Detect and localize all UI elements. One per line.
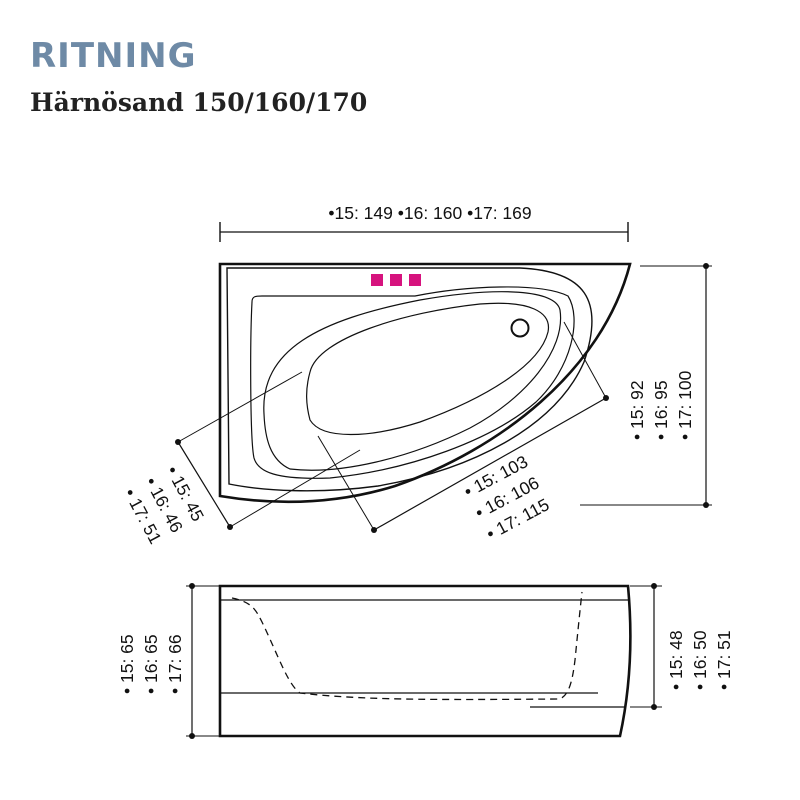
long-diag-dimension-line (373, 397, 607, 531)
short-diag-extension-top (177, 371, 303, 443)
control-button-icon (390, 274, 402, 286)
tub-rim-line (226, 267, 593, 492)
inner-depth-dot-top (651, 583, 657, 589)
depth-label: • 16: 95 (651, 380, 671, 440)
depth-label: • 17: 100 (675, 370, 695, 440)
tub-basin-outline (250, 286, 575, 479)
tub-lying-surface (263, 291, 562, 471)
inner-depth-dot-bottom (651, 704, 657, 710)
drain-icon (510, 318, 530, 338)
width-label: •15: 149 •16: 160 •17: 169 (328, 203, 531, 223)
height-labels: • 15: 65 • 16: 65 • 17: 66 (117, 634, 185, 694)
side-view: • 15: 65 • 16: 65 • 17: 66 • 15: 48 • 16… (117, 583, 734, 739)
short-diag-dimension-line (177, 441, 231, 528)
short-diag-labels: • 15: 45 • 16: 46 • 17: 51 (120, 462, 208, 547)
top-view: •15: 149 •16: 160 •17: 169 • (120, 203, 712, 547)
page-title: RITNING (30, 36, 197, 76)
inner-depth-label: • 17: 51 (714, 630, 734, 690)
depth-labels: • 15: 92 • 16: 95 • 17: 100 (627, 370, 695, 440)
control-button-icon (371, 274, 383, 286)
product-name: Härnösand 150/160/170 (30, 88, 368, 117)
control-button-icon (409, 274, 421, 286)
height-label: • 16: 65 (141, 634, 161, 694)
depth-label: • 15: 92 (627, 380, 647, 440)
short-diag-extension-bottom (229, 449, 361, 528)
height-dot-top (189, 583, 195, 589)
short-diag-dot-top (175, 439, 181, 445)
inner-depth-label: • 15: 48 (666, 630, 686, 690)
long-diag-extension-right (563, 321, 607, 399)
long-diag-extension-left (317, 435, 375, 531)
side-basin-hidden-line (231, 591, 583, 701)
tub-inner-bottom (306, 302, 550, 436)
height-dot-bottom (189, 733, 195, 739)
inner-depth-label: • 16: 50 (690, 630, 710, 690)
depth-dot-top (703, 263, 709, 269)
depth-dot-bottom (703, 502, 709, 508)
inner-depth-labels: • 15: 48 • 16: 50 • 17: 51 (666, 630, 734, 690)
long-diag-labels: • 15: 103 • 16: 106 • 17: 115 (460, 451, 552, 544)
height-label: • 15: 65 (117, 634, 137, 694)
height-label: • 17: 66 (165, 634, 185, 694)
long-diag-dot-right (603, 395, 609, 401)
short-diag-dot-bottom (227, 524, 233, 530)
long-diag-dot-left (371, 527, 377, 533)
side-outer-outline (218, 584, 632, 738)
